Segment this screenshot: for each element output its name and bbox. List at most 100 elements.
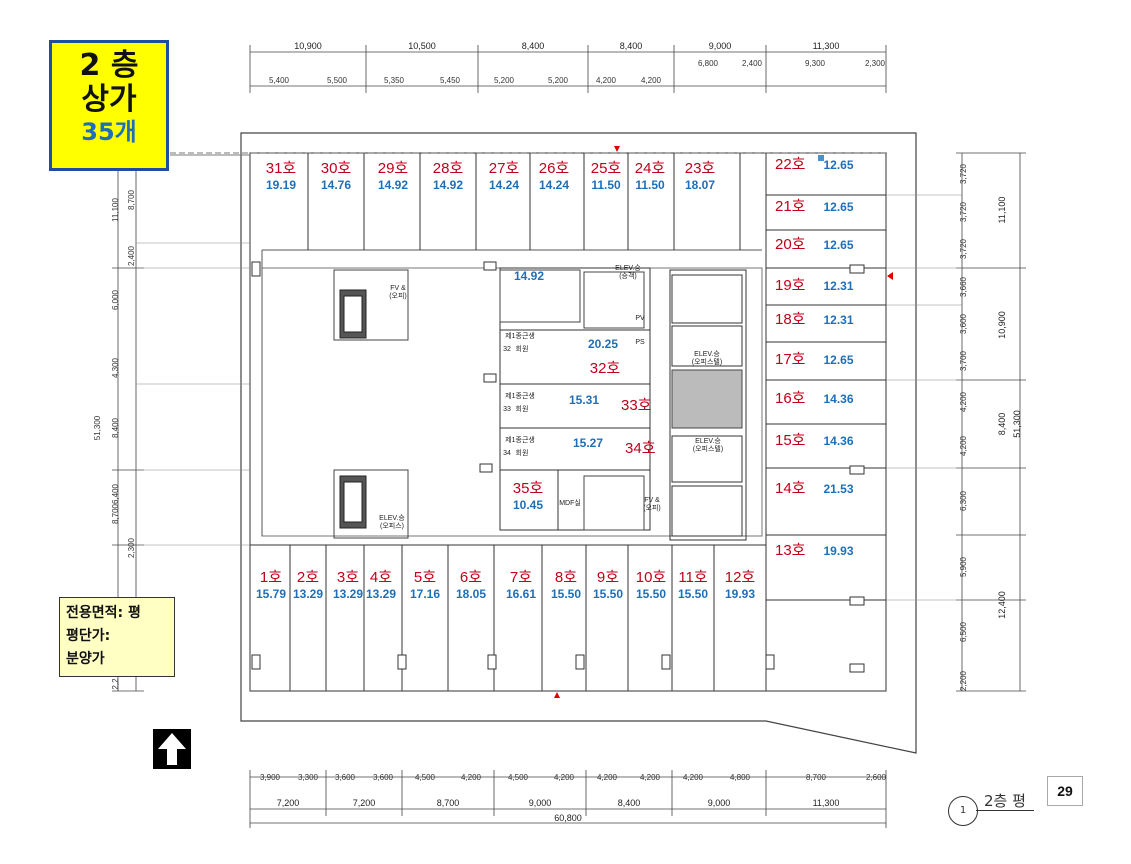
unit-area: 13.29 bbox=[292, 587, 324, 601]
unit-area: 15.50 bbox=[550, 587, 582, 601]
dim-bottom-sub-6: 4,500 bbox=[508, 773, 529, 782]
unit-area: 19.93 bbox=[724, 587, 756, 601]
unit-area: 20.25 bbox=[587, 337, 619, 351]
unit-area: 17.16 bbox=[409, 587, 441, 601]
dim-left-2: 2,400 bbox=[127, 245, 136, 266]
elev-label-3-sub: (오피스텔) bbox=[693, 444, 723, 453]
side-room-number-1: 33 bbox=[503, 406, 511, 413]
unit-area: 11.50 bbox=[591, 178, 621, 192]
legend-box: 전용면적: 평 평단가: 분양가 bbox=[59, 597, 175, 677]
unit-number: 35호 bbox=[512, 480, 544, 497]
up-arrow-icon bbox=[153, 729, 191, 769]
unit-number: 5호 bbox=[413, 569, 437, 586]
unit-number: 12호 bbox=[724, 569, 756, 586]
dim-bottom-1: 7,200 bbox=[353, 798, 376, 808]
dim-right-inner-2: 3,720 bbox=[959, 238, 968, 259]
dim-bottom-5: 9,000 bbox=[708, 798, 731, 808]
dim-left-3: 6,000 bbox=[111, 289, 120, 310]
unit-number: 19호 bbox=[775, 277, 806, 294]
dim-top-4: 9,000 bbox=[709, 41, 732, 51]
unit-number: 29호 bbox=[377, 160, 409, 177]
unit-number: 4호 bbox=[369, 569, 393, 586]
dim-right-outer-1: 10,900 bbox=[997, 311, 1007, 339]
unit-number: 3호 bbox=[336, 569, 360, 586]
dim-top-0: 10,900 bbox=[294, 41, 322, 51]
dim-right-outer-4: 12,400 bbox=[997, 591, 1007, 619]
elev-label-4-sub: (오피스) bbox=[380, 521, 404, 530]
unit-area: 19.93 bbox=[823, 544, 854, 558]
unit-area: 15.31 bbox=[569, 393, 600, 407]
elev-label-2: ELEV.승 bbox=[694, 350, 720, 358]
dim-bottom-sub-8: 4,200 bbox=[597, 773, 618, 782]
unit-number: 8호 bbox=[554, 569, 578, 586]
floor-title-box: 2 층 상가 35개 bbox=[49, 40, 169, 171]
elev-label-2-sub: (오피스텔) bbox=[692, 357, 722, 366]
unit-area: 16.61 bbox=[505, 587, 537, 601]
unit-area: 12.31 bbox=[823, 279, 854, 293]
unit-number: 33호 bbox=[621, 397, 652, 414]
dim-right-inner-4: 3,600 bbox=[959, 313, 968, 334]
dim-bottom-sub-3: 3,600 bbox=[373, 773, 394, 782]
unit-number: 26호 bbox=[538, 160, 570, 177]
unit-number: 31호 bbox=[265, 160, 297, 177]
mdf-room-label: MDF실 bbox=[559, 498, 581, 507]
dim-top-sub-1: 5,500 bbox=[327, 76, 348, 85]
unit-number: 34호 bbox=[625, 440, 656, 457]
use-type-label: 상가 bbox=[81, 82, 137, 117]
dim-left-1: 8,700 bbox=[127, 189, 136, 210]
side-room-label-2: 제1종근생 bbox=[505, 435, 535, 444]
dim-bottom-4: 8,400 bbox=[618, 798, 641, 808]
dim-top-sub-4: 5,200 bbox=[494, 76, 515, 85]
dim-right-inner-10: 6,500 bbox=[959, 621, 968, 642]
dim-top-sub-8: 6,800 bbox=[698, 59, 719, 68]
side-room-tag-2: 회원 bbox=[516, 448, 529, 457]
dim-left-0: 11,100 bbox=[111, 198, 120, 222]
unit-number: 21호 bbox=[775, 198, 806, 215]
unit-area: 15.50 bbox=[635, 587, 667, 601]
dim-right-outer-0: 11,100 bbox=[997, 197, 1007, 224]
dim-top-3: 8,400 bbox=[620, 41, 643, 51]
unit-number: 30호 bbox=[320, 160, 352, 177]
unit-number: 14호 bbox=[775, 480, 806, 497]
unit-area: 14.36 bbox=[823, 392, 854, 406]
unit-number: 6호 bbox=[459, 569, 483, 586]
caption-underline bbox=[976, 810, 1034, 811]
dim-right-outer-3: 51,300 bbox=[1012, 410, 1022, 438]
dim-top-sub-6: 4,200 bbox=[596, 76, 617, 85]
unit-area: 14.36 bbox=[823, 434, 854, 448]
dim-top-sub-3: 5,450 bbox=[440, 76, 461, 85]
unit-number: 11호 bbox=[678, 569, 708, 586]
dim-left-9: 51,300 bbox=[93, 415, 102, 440]
dim-right-inner-5: 3,700 bbox=[959, 350, 968, 371]
unit-area: 12.65 bbox=[823, 353, 854, 367]
unit-area: 14.92 bbox=[377, 178, 409, 192]
dim-right-inner-3: 3,660 bbox=[959, 276, 968, 297]
unit-area: 15.50 bbox=[592, 587, 624, 601]
unit-area: 14.76 bbox=[320, 178, 352, 192]
dim-bottom-sub-1: 3,300 bbox=[298, 773, 319, 782]
side-room-tag-0: 회원 bbox=[516, 344, 529, 353]
dim-bottom-sub-11: 4,800 bbox=[730, 773, 751, 782]
unit-number: 25호 bbox=[590, 160, 622, 177]
unit-area: 21.53 bbox=[823, 482, 854, 496]
dim-bottom-sub-13: 2,600 bbox=[866, 773, 887, 782]
dim-right-inner-9: 5,900 bbox=[959, 556, 968, 577]
dim-bottom-sub-12: 8,700 bbox=[806, 773, 827, 782]
fv-label-1-sub: (오피) bbox=[389, 291, 407, 300]
unit-number: 17호 bbox=[775, 351, 806, 368]
